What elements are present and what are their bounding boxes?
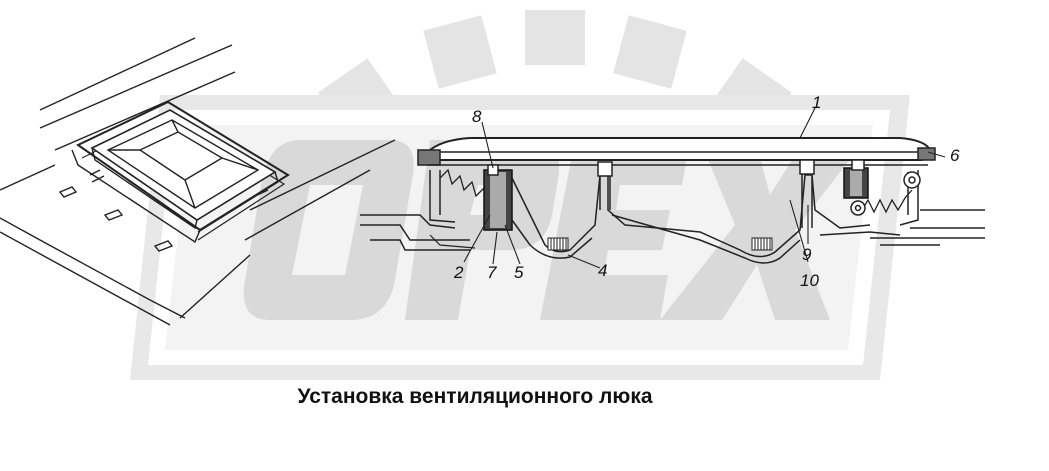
bolt-right — [799, 159, 815, 228]
lid-cover — [426, 137, 932, 161]
label-part-4: 4 — [598, 261, 608, 280]
label-part-7: 7 — [487, 263, 497, 282]
label-part-2: 2 — [454, 263, 464, 282]
leader-lines — [463, 107, 946, 269]
seal-left — [547, 237, 569, 251]
diagram-caption: Установка вентиляционного люка — [297, 385, 653, 408]
label-part-10: 10 — [800, 271, 819, 290]
label-part-5: 5 — [514, 263, 524, 282]
label-part-8: 8 — [472, 107, 482, 126]
bolt-left — [597, 161, 613, 210]
label-part-6: 6 — [950, 146, 960, 165]
watermark — [130, 10, 910, 380]
inner-panel — [511, 174, 871, 258]
label-part-1: 1 — [812, 93, 822, 112]
section-view — [360, 107, 985, 269]
label-part-9: 9 — [802, 245, 812, 264]
roof-perspective-view — [0, 37, 396, 326]
spring-right — [861, 189, 913, 214]
seal-right — [751, 237, 773, 251]
